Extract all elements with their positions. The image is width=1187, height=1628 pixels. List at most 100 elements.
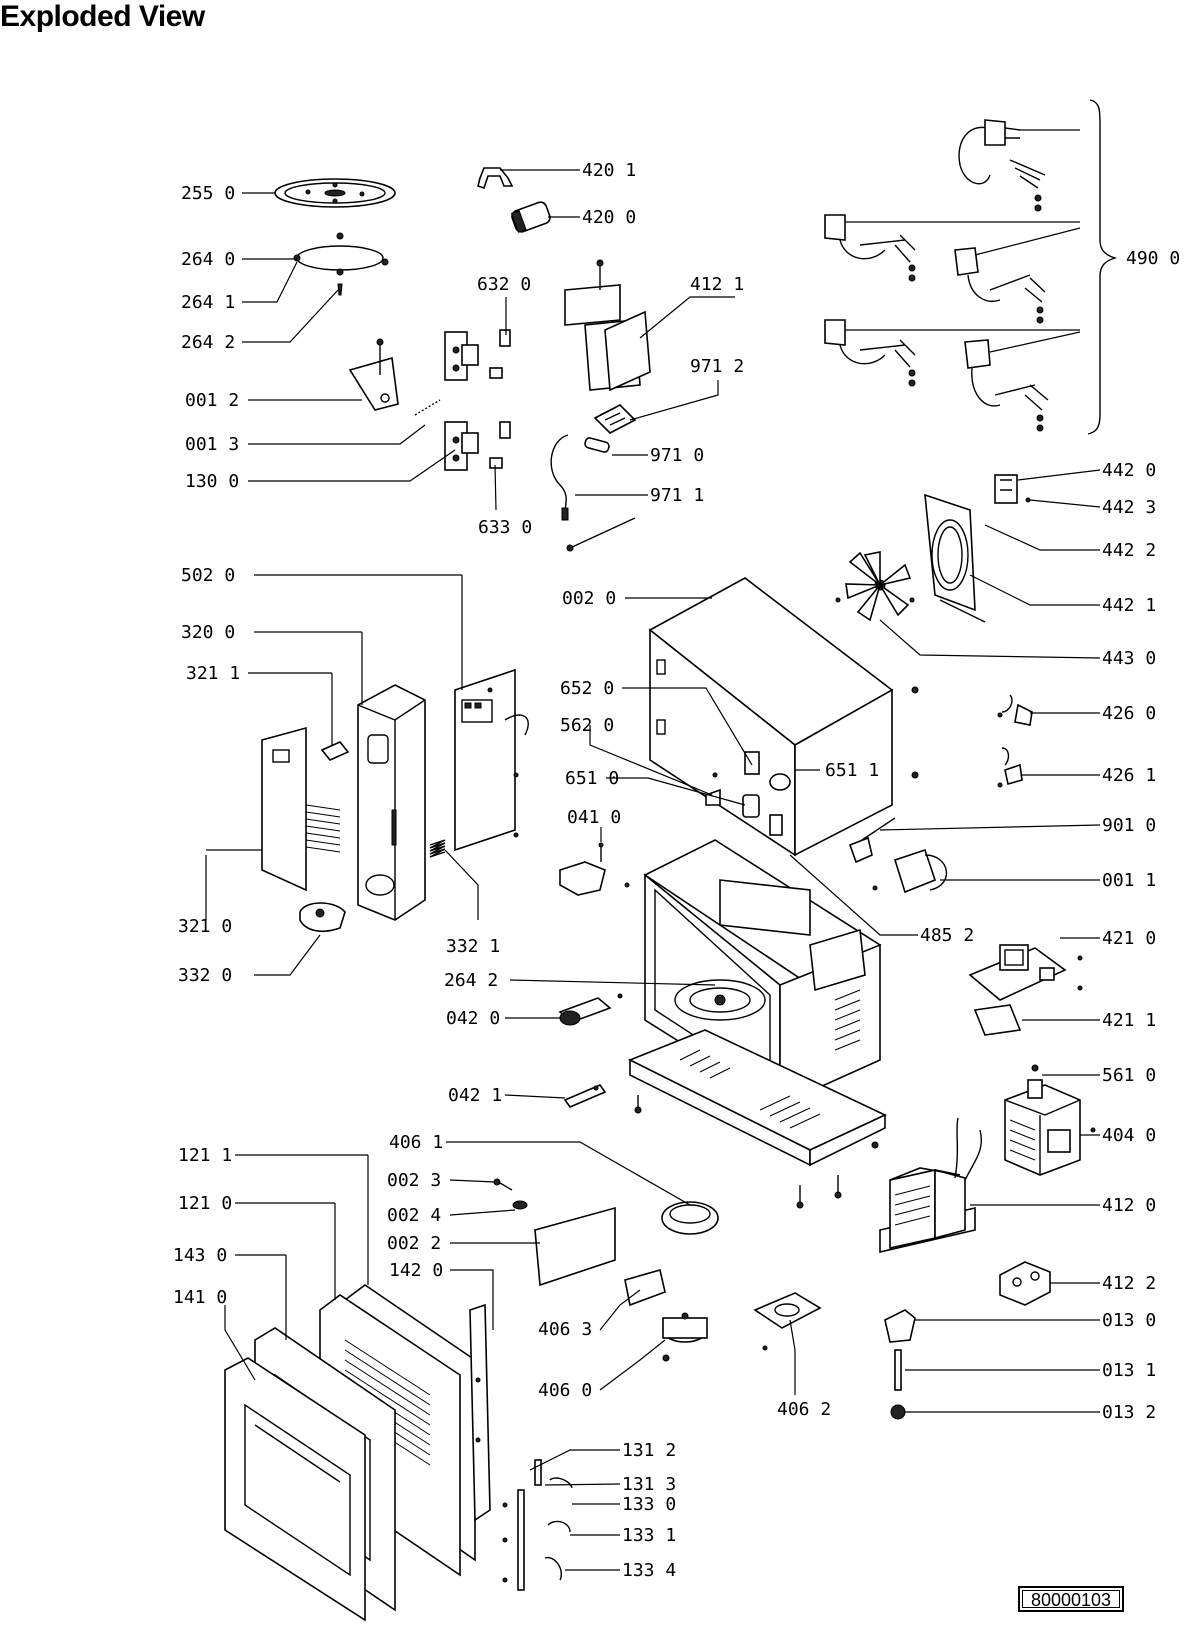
part-label-406-2: 406 2 bbox=[777, 1399, 831, 1420]
part-label-562-0: 562 0 bbox=[560, 715, 614, 736]
hv-rectifier-board bbox=[968, 944, 1083, 1036]
document-number-box: 80000103 bbox=[1018, 1586, 1124, 1612]
button-spring bbox=[429, 839, 446, 858]
part-label-001-3: 001 3 bbox=[185, 434, 239, 455]
part-label-001-1: 001 1 bbox=[1102, 870, 1156, 891]
part-label-320-0: 320 0 bbox=[181, 622, 235, 643]
thermal-cutouts bbox=[997, 694, 1033, 788]
part-label-421-0: 421 0 bbox=[1102, 928, 1156, 949]
waveguide-cover-hardware bbox=[493, 1178, 528, 1210]
turntable-motor bbox=[662, 1312, 708, 1362]
part-label-412-2: 412 2 bbox=[1102, 1273, 1156, 1294]
base-plate bbox=[628, 1029, 887, 1209]
part-label-426-1: 426 1 bbox=[1102, 765, 1156, 786]
coupler-plate bbox=[563, 1084, 607, 1108]
control-panel-window bbox=[320, 741, 350, 761]
part-label-121-1: 121 1 bbox=[178, 1145, 232, 1166]
power-cord-variants bbox=[824, 119, 1049, 432]
fan-blade bbox=[835, 551, 915, 622]
part-number-labels: 255 0 264 0 264 1 264 2 001 2 001 3 130 … bbox=[173, 160, 1180, 1581]
transformer-bracket bbox=[564, 259, 651, 392]
door-assembly bbox=[224, 1284, 491, 1622]
motor-mount-plate bbox=[753, 1292, 822, 1351]
part-label-420-1: 420 1 bbox=[582, 160, 636, 181]
part-label-133-1: 133 1 bbox=[622, 1525, 676, 1546]
part-label-002-4: 002 4 bbox=[387, 1205, 441, 1226]
part-label-651-0: 651 0 bbox=[565, 768, 619, 789]
turntable-coupling bbox=[884, 1309, 916, 1420]
part-label-141-0: 141 0 bbox=[173, 1287, 227, 1308]
part-label-490-0: 490 0 bbox=[1126, 248, 1180, 269]
part-label-404-0: 404 0 bbox=[1102, 1125, 1156, 1146]
part-label-332-1: 332 1 bbox=[446, 936, 500, 957]
leader-lines bbox=[205, 129, 1101, 1571]
part-label-971-0: 971 0 bbox=[650, 445, 704, 466]
turntable-support-ring bbox=[661, 1201, 719, 1235]
part-label-442-1: 442 1 bbox=[1102, 595, 1156, 616]
part-label-332-0: 332 0 bbox=[178, 965, 232, 986]
part-label-420-0: 420 0 bbox=[582, 207, 636, 228]
part-label-013-2: 013 2 bbox=[1102, 1402, 1156, 1423]
part-label-131-2: 131 2 bbox=[622, 1440, 676, 1461]
part-label-442-3: 442 3 bbox=[1102, 497, 1156, 518]
part-label-131-3: 131 3 bbox=[622, 1474, 676, 1495]
part-label-142-0: 142 0 bbox=[389, 1260, 443, 1281]
part-label-406-0: 406 0 bbox=[538, 1380, 592, 1401]
part-label-561-0: 561 0 bbox=[1102, 1065, 1156, 1086]
part-label-443-0: 443 0 bbox=[1102, 648, 1156, 669]
microswitch-upper bbox=[444, 329, 511, 381]
part-label-013-0: 013 0 bbox=[1102, 1310, 1156, 1331]
part-label-421-1: 421 1 bbox=[1102, 1010, 1156, 1031]
part-label-133-0: 133 0 bbox=[622, 1494, 676, 1515]
part-label-143-0: 143 0 bbox=[173, 1245, 227, 1266]
motor-cover-plate bbox=[534, 1206, 666, 1307]
door-open-button bbox=[299, 902, 346, 932]
magnetron bbox=[1004, 1064, 1096, 1176]
damper-and-holder bbox=[848, 817, 948, 894]
part-label-264-2: 264 2 bbox=[181, 332, 235, 353]
part-label-264-0: 264 0 bbox=[181, 249, 235, 270]
part-label-901-0: 901 0 bbox=[1102, 815, 1156, 836]
part-label-002-3: 002 3 bbox=[387, 1170, 441, 1191]
part-label-041-0: 041 0 bbox=[567, 807, 621, 828]
part-label-002-2: 002 2 bbox=[387, 1233, 441, 1254]
transformer-spacer bbox=[999, 1261, 1051, 1306]
hv-transformer bbox=[879, 1117, 982, 1254]
cord-group-brace bbox=[1087, 99, 1118, 435]
part-label-485-2: 485 2 bbox=[920, 925, 974, 946]
part-label-406-1: 406 1 bbox=[389, 1132, 443, 1153]
part-label-971-2: 971 2 bbox=[690, 356, 744, 377]
part-label-255-0: 255 0 bbox=[181, 183, 235, 204]
part-label-971-1: 971 1 bbox=[650, 485, 704, 506]
turntable-glass-plate bbox=[274, 178, 396, 208]
door-latch-parts bbox=[502, 1459, 573, 1591]
oven-lamp-assembly bbox=[705, 751, 791, 836]
hinge-bracket-upper bbox=[559, 842, 630, 896]
part-label-651-1: 651 1 bbox=[825, 760, 879, 781]
part-label-442-0: 442 0 bbox=[1102, 460, 1156, 481]
fuse-holder bbox=[550, 404, 637, 552]
fan-motor-bracket bbox=[924, 474, 1031, 623]
part-label-633-0: 633 0 bbox=[478, 517, 532, 538]
outer-cabinet bbox=[648, 577, 919, 857]
microswitch-lower bbox=[444, 421, 511, 471]
part-label-133-4: 133 4 bbox=[622, 1560, 676, 1581]
coupler-bracket bbox=[558, 993, 623, 1026]
page-title: Exploded View bbox=[0, 0, 205, 33]
part-label-042-1: 042 1 bbox=[448, 1085, 502, 1106]
part-label-442-2: 442 2 bbox=[1102, 540, 1156, 561]
part-label-321-0: 321 0 bbox=[178, 916, 232, 937]
document-number: 80000103 bbox=[1030, 1590, 1112, 1610]
oven-cavity-chassis bbox=[643, 839, 882, 1107]
part-label-426-0: 426 0 bbox=[1102, 703, 1156, 724]
part-label-632-0: 632 0 bbox=[477, 274, 531, 295]
control-panel-frame bbox=[357, 684, 426, 921]
part-label-412-0: 412 0 bbox=[1102, 1195, 1156, 1216]
roller-ring bbox=[293, 232, 389, 296]
capacitor-clip bbox=[477, 167, 514, 190]
part-label-013-1: 013 1 bbox=[1102, 1360, 1156, 1381]
part-label-502-0: 502 0 bbox=[181, 565, 235, 586]
part-label-002-0: 002 0 bbox=[562, 588, 616, 609]
control-board-pcb bbox=[454, 668, 529, 852]
